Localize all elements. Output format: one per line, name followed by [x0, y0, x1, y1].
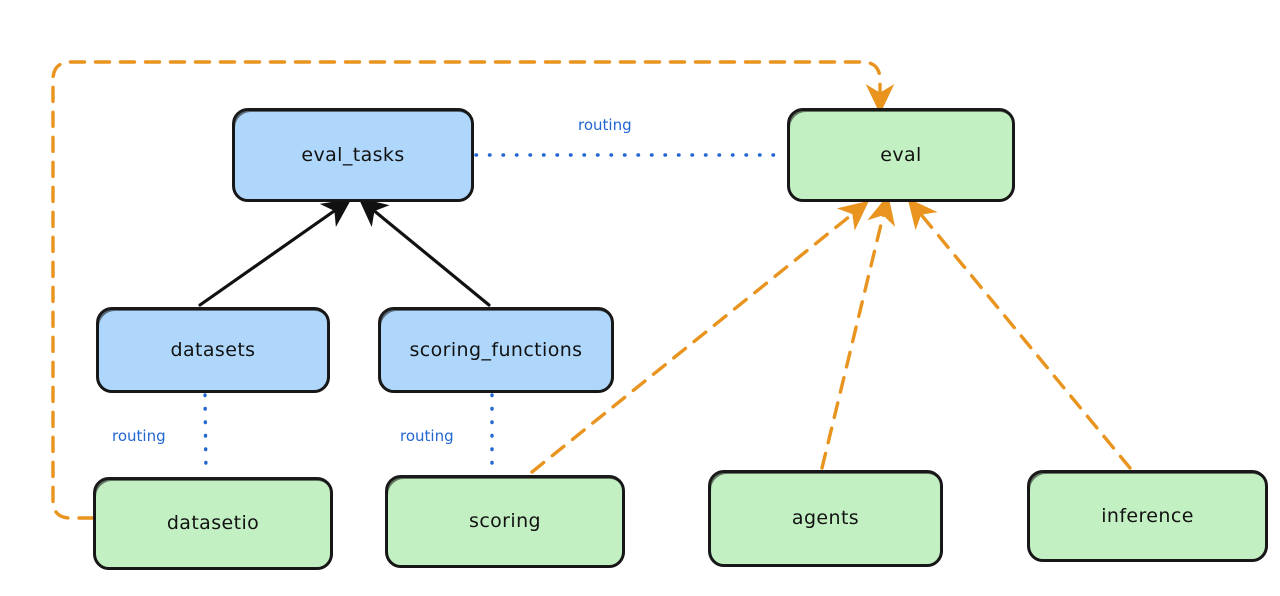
node-agents[interactable]: agents: [708, 470, 943, 567]
edge-scoring-functions-to-eval-tasks: [358, 197, 491, 307]
node-label: scoring: [469, 510, 541, 533]
node-scoring-functions[interactable]: scoring_functions: [378, 307, 614, 393]
edge-scoring-to-eval: [530, 200, 870, 474]
edge-agents-to-eval: [820, 194, 896, 470]
node-label: eval_tasks: [301, 143, 405, 166]
node-datasets[interactable]: datasets: [96, 307, 330, 393]
node-label: eval: [880, 143, 922, 166]
edge-datasets-to-eval-tasks: [198, 198, 352, 307]
edge-label-routing-eval-tasks-eval: routing: [578, 116, 632, 134]
node-eval[interactable]: eval: [787, 108, 1015, 202]
edge-datasets-to-datasetio: [203, 393, 208, 477]
node-label: inference: [1101, 504, 1194, 527]
node-inference[interactable]: inference: [1027, 470, 1268, 562]
edge-label-routing-scoring-functions-scoring: routing: [400, 427, 454, 445]
node-datasetio[interactable]: datasetio: [93, 477, 333, 570]
edge-label-routing-datasets-datasetio: routing: [112, 427, 166, 445]
node-label: agents: [791, 507, 860, 530]
node-label: scoring_functions: [409, 338, 583, 361]
node-eval-tasks[interactable]: eval_tasks: [232, 108, 474, 202]
edge-datasetio-to-eval: [51, 60, 895, 520]
node-label: datasetio: [166, 512, 260, 535]
edge-inference-to-eval: [907, 198, 1132, 470]
node-scoring[interactable]: scoring: [385, 475, 625, 568]
node-label: datasets: [170, 338, 256, 361]
